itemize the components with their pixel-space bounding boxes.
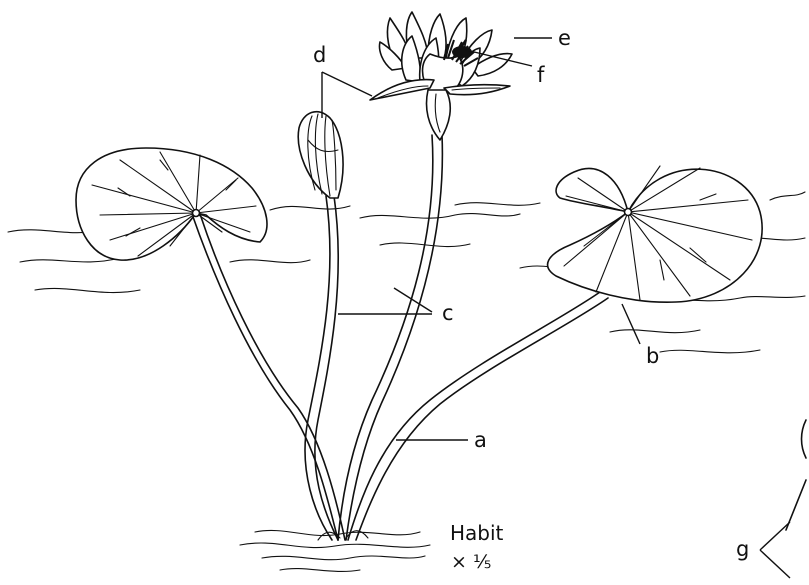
label-a: a bbox=[474, 428, 487, 452]
flower bbox=[370, 12, 512, 140]
label-c: c bbox=[442, 301, 454, 325]
caption-title: Habit bbox=[450, 521, 504, 545]
bud-peduncle bbox=[305, 196, 338, 540]
caption-scale: × ⅕ bbox=[451, 551, 491, 573]
leaf-petiole-left bbox=[192, 214, 345, 540]
label-f: f bbox=[537, 63, 545, 87]
label-g: g bbox=[736, 537, 749, 561]
label-e: e bbox=[558, 26, 571, 50]
leaf-right bbox=[548, 166, 763, 302]
leader-lines bbox=[322, 38, 790, 578]
flower-bud bbox=[298, 112, 343, 198]
label-b: b bbox=[646, 344, 659, 368]
leaf-petiole-right bbox=[348, 292, 608, 540]
flower-peduncle bbox=[338, 135, 442, 540]
partial-figure-g bbox=[786, 420, 806, 530]
leaf-left bbox=[76, 148, 267, 260]
label-d: d bbox=[313, 43, 326, 67]
base-mud bbox=[240, 530, 430, 571]
